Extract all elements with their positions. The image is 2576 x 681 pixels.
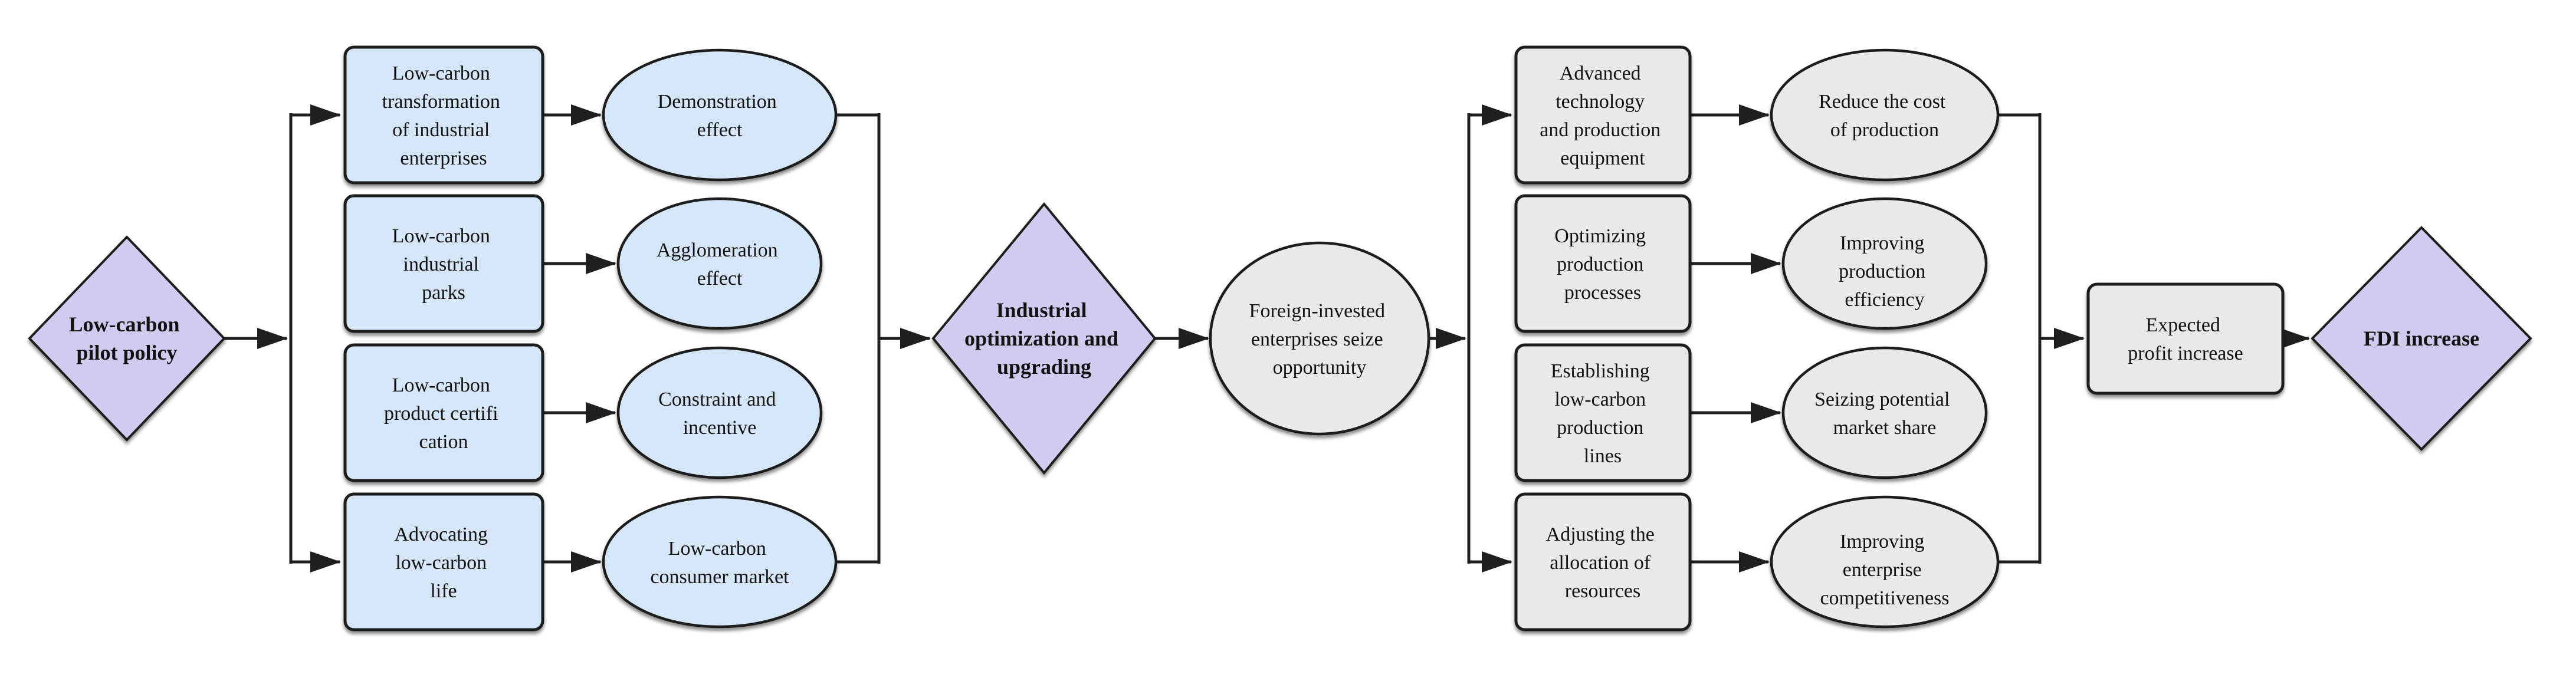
- node-foreign-invested-enterprises: Foreign-invested enterprises seize oppor…: [1209, 241, 1430, 436]
- demonstration-label: Demonstration effect: [658, 91, 782, 141]
- pilot-policy-diamond-shape: [28, 235, 226, 442]
- connectors: [223, 104, 2310, 573]
- reduce-cost-ellipse-shape: [1770, 48, 2000, 182]
- node-establishing-production-lines: Establishing low-carbon production lines: [1514, 343, 1692, 482]
- pilot-policy-label: Low-carbon pilot policy: [69, 312, 185, 364]
- constraint-ellipse-shape: [616, 346, 823, 479]
- node-adjusting-allocation-resources: Adjusting the allocation of resources: [1514, 492, 1692, 631]
- node-low-carbon-transformation: Low-carbon transformation of industrial …: [343, 45, 544, 185]
- advanced-technology-rect-shape: [1514, 45, 1692, 185]
- agglomeration-ellipse-shape: [616, 197, 823, 330]
- reduce-cost-label: Reduce the cost of production: [1819, 91, 1951, 141]
- transformation-label: Low-carbon transformation of industrial …: [382, 62, 506, 169]
- adjusting-resources-label: Adjusting the allocation of resources: [1546, 524, 1660, 602]
- node-industrial-optimization-upgrading: Industrial optimization and upgrading: [931, 202, 1157, 475]
- product-certification-label: Low-carbon product certifi cation: [384, 374, 503, 453]
- node-low-carbon-pilot-policy: Low-carbon pilot policy: [28, 235, 226, 442]
- node-seizing-market-share: Seizing potential market share: [1781, 346, 1988, 479]
- competitiveness-ellipse-shape: [1770, 495, 2000, 629]
- node-reduce-cost-production: Reduce the cost of production: [1770, 48, 2000, 182]
- expected-profit-label: Expected profit increase: [2128, 314, 2243, 364]
- advocating-life-label: Advocating low-carbon life: [394, 524, 493, 602]
- establishing-lines-label: Establishing low-carbon production lines: [1551, 360, 1655, 467]
- foreign-invested-ellipse-shape: [1209, 241, 1430, 436]
- node-agglomeration-effect: Agglomeration effect: [616, 197, 823, 330]
- constraint-label: Constraint and incentive: [658, 389, 781, 439]
- expected-profit-rect-shape: [2086, 282, 2285, 395]
- industrial-upgrading-diamond-shape: [931, 202, 1157, 475]
- production-efficiency-ellipse-shape: [1781, 197, 1988, 330]
- node-low-carbon-consumer-market: Low-carbon consumer market: [602, 495, 838, 629]
- node-advanced-technology-equipment: Advanced technology and production equip…: [1514, 45, 1692, 185]
- industrial-upgrading-label: Industrial optimization and upgrading: [964, 298, 1124, 379]
- consumer-market-label: Low-carbon consumer market: [650, 538, 789, 588]
- fdi-increase-label: FDI increase: [2364, 327, 2479, 350]
- optimizing-processes-label: Optimizing production processes: [1554, 225, 1650, 304]
- node-improving-production-efficiency: Improving production efficiency: [1781, 197, 1988, 330]
- agglomeration-label: Agglomeration effect: [657, 239, 783, 289]
- foreign-invested-label: Foreign-invested enterprises seize oppor…: [1249, 300, 1390, 379]
- node-low-carbon-product-certification: Low-carbon product certifi cation: [343, 343, 544, 482]
- industrial-parks-rect-shape: [343, 194, 544, 333]
- node-constraint-and-incentive: Constraint and incentive: [616, 346, 823, 479]
- node-optimizing-production-processes: Optimizing production processes: [1514, 194, 1692, 333]
- optimizing-processes-rect-shape: [1514, 194, 1692, 333]
- consumer-market-ellipse-shape: [602, 495, 838, 629]
- industrial-parks-label: Low-carbon industrial parks: [392, 225, 495, 304]
- node-fdi-increase: FDI increase: [2311, 226, 2532, 451]
- demonstration-ellipse-shape: [602, 48, 838, 182]
- establishing-lines-rect-shape: [1514, 343, 1692, 482]
- advanced-technology-label: Advanced technology and production equip…: [1540, 62, 1665, 169]
- production-efficiency-label: Improving production efficiency: [1839, 232, 1931, 311]
- fdi-increase-diamond-shape: [2311, 226, 2532, 451]
- node-improving-enterprise-competitiveness: Improving enterprise competitiveness: [1770, 495, 2000, 629]
- transformation-rect-shape: [343, 45, 544, 185]
- product-certification-rect-shape: [343, 343, 544, 482]
- node-demonstration-effect: Demonstration effect: [602, 48, 838, 182]
- adjusting-resources-rect-shape: [1514, 492, 1692, 631]
- competitiveness-label: Improving enterprise competitiveness: [1820, 531, 1949, 609]
- market-share-ellipse-shape: [1781, 346, 1988, 479]
- market-share-label: Seizing potential market share: [1814, 389, 1955, 439]
- advocating-life-rect-shape: [343, 492, 544, 631]
- node-advocating-low-carbon-life: Advocating low-carbon life: [343, 492, 544, 631]
- node-expected-profit-increase: Expected profit increase: [2086, 282, 2285, 395]
- node-low-carbon-industrial-parks: Low-carbon industrial parks: [343, 194, 544, 333]
